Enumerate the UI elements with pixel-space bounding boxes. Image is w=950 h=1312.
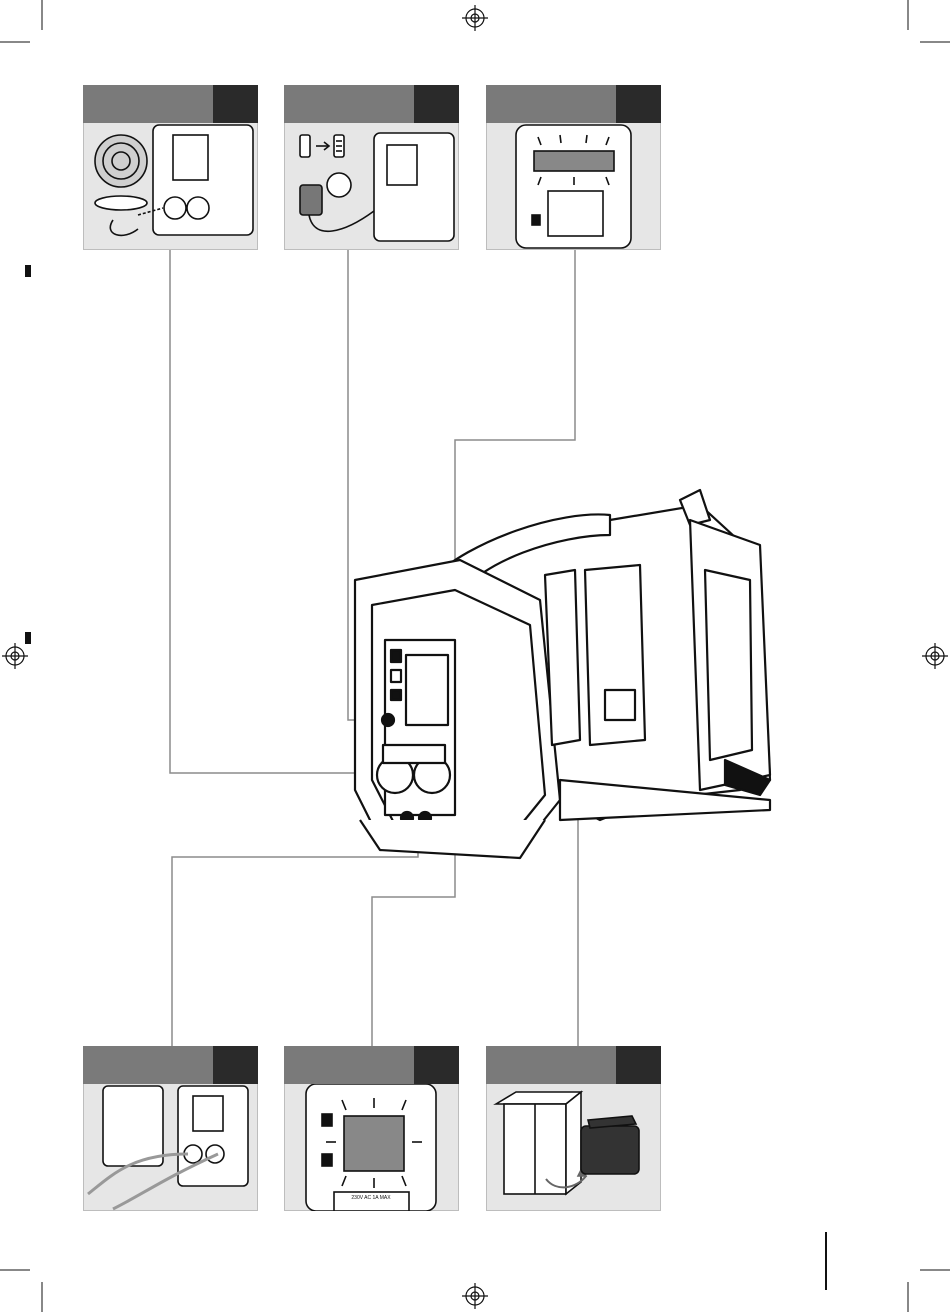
panel-header xyxy=(486,1046,661,1084)
panel-number-box xyxy=(616,85,661,123)
registration-target-top xyxy=(462,5,488,31)
panel-header xyxy=(83,1046,258,1084)
panel-header xyxy=(486,85,661,123)
daisy-chain-illustration xyxy=(83,1084,258,1211)
panel-header xyxy=(284,1046,459,1084)
step-panel-daisy-chain xyxy=(83,1046,258,1211)
side-tab-mark xyxy=(25,632,31,644)
panel-number-box xyxy=(213,85,258,123)
power-station-illustration xyxy=(355,490,770,858)
display-closeup-illustration: 230V AC 1A MAX xyxy=(284,1084,459,1211)
panel-number-box xyxy=(213,1046,258,1084)
panel-header xyxy=(284,85,459,123)
step-panel-storage xyxy=(486,1046,661,1211)
panel-number-box xyxy=(616,1046,661,1084)
display-blink-illustration xyxy=(486,123,661,250)
charging-illustration xyxy=(284,123,459,250)
cabinet-storage-illustration xyxy=(486,1084,661,1211)
step-panel-charging xyxy=(284,85,459,250)
step-panel-display-closeup: 230V AC 1A MAX xyxy=(284,1046,459,1211)
registration-target-bottom xyxy=(462,1283,488,1309)
panel-number-box xyxy=(414,1046,459,1084)
registration-target-left xyxy=(2,643,28,669)
battery-empty-icon xyxy=(300,135,310,157)
fan-plug-illustration xyxy=(83,123,258,250)
step-panel-display-blink xyxy=(486,85,661,250)
socket-rating-text: 230V AC 1A MAX xyxy=(351,1195,391,1201)
step-panel-sockets xyxy=(83,85,258,250)
panel-header xyxy=(83,85,258,123)
side-tab-mark xyxy=(25,265,31,277)
panel-number-box xyxy=(414,85,459,123)
registration-target-right xyxy=(922,643,948,669)
